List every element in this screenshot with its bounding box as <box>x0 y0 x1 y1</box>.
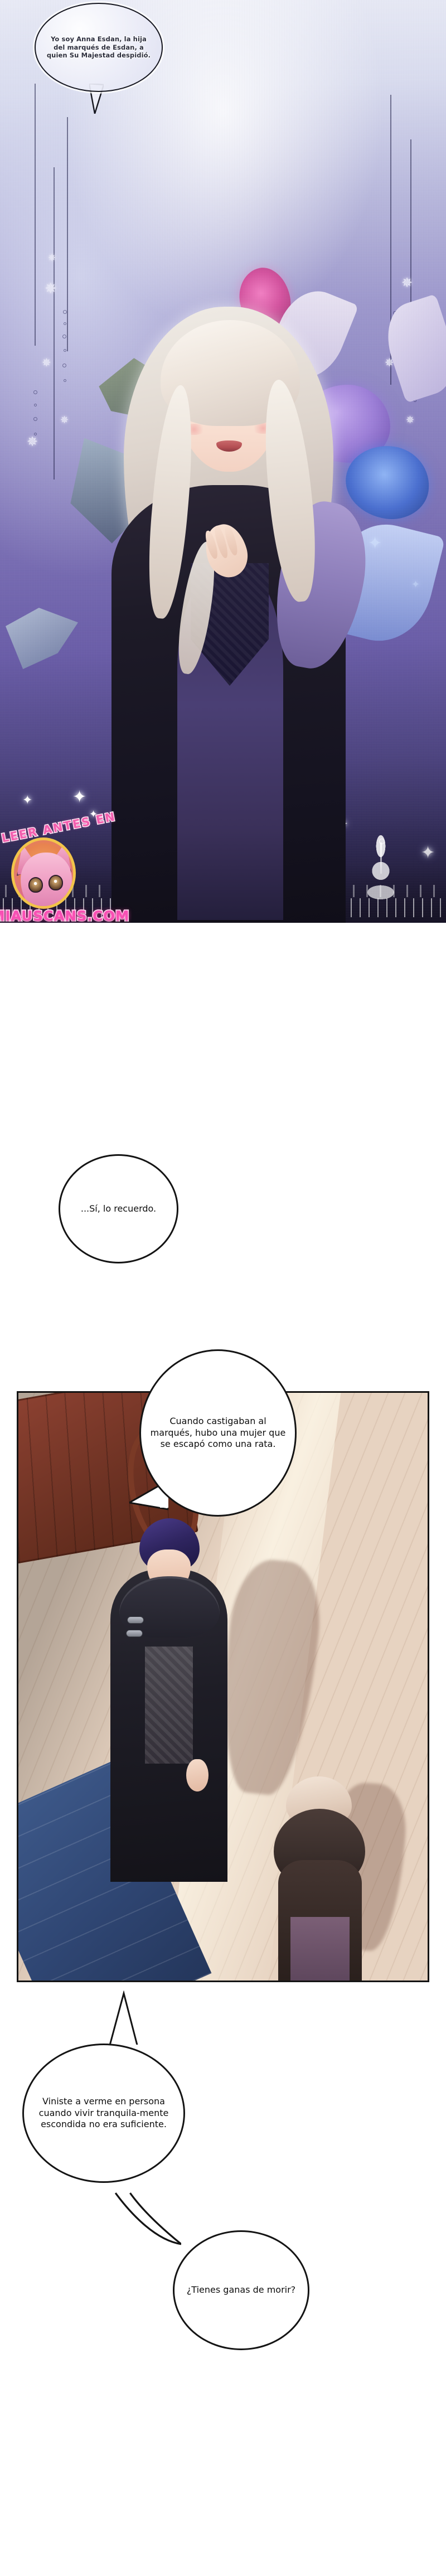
decor-rail <box>67 117 68 351</box>
decor-bead <box>33 417 37 421</box>
character-anna <box>112 301 376 923</box>
decor-bead <box>62 335 66 338</box>
decor-bead <box>34 433 37 435</box>
speech-bubble-castigaban: Cuando castigaban al marqués, hubo una m… <box>139 1349 297 1517</box>
panel-gap <box>0 923 446 1143</box>
decor-bead <box>62 364 66 367</box>
decor-rail <box>410 139 411 396</box>
lace-spire <box>379 839 385 874</box>
speech-text: Yo soy Anna Esdan, la hija del marqués d… <box>46 35 151 60</box>
decor-bead <box>33 390 37 394</box>
decor-bead <box>64 322 66 325</box>
star-icon: ✵ <box>401 275 413 290</box>
watermark-arc-label: LEER ANTES EN <box>0 809 118 846</box>
mascot-eye <box>28 877 43 893</box>
cloak-clasp <box>126 1630 143 1637</box>
man-tunic <box>145 1647 193 1764</box>
decor-bead <box>64 379 66 382</box>
speech-bubble-recuerdo: ...Sí, lo recuerdo. <box>59 1154 178 1263</box>
watermark-mascot-avatar <box>11 837 76 909</box>
star-icon: ✵ <box>45 280 57 297</box>
star-icon: ✵ <box>385 356 394 369</box>
page-bottom-space <box>0 2359 446 2576</box>
star-icon: ✵ <box>48 253 56 264</box>
speech-bubble-morir: ¿Tienes ganas de morir? <box>173 2230 309 2350</box>
mascot-eye <box>49 875 63 890</box>
decor-bead <box>64 349 66 352</box>
speech-text: Viniste a verme en persona cuando vivir … <box>38 2095 169 2130</box>
man-hand <box>186 1759 209 1791</box>
watermark-site-label: MIAUSCANS.COM <box>0 907 130 923</box>
decor-rail <box>35 84 36 346</box>
moth-icon <box>6 608 78 669</box>
girl-skirt <box>290 1917 350 1981</box>
character-girl-kneeling <box>270 1776 369 1981</box>
sparkle-icon: ✦ <box>72 787 87 807</box>
star-icon: ✵ <box>406 414 415 426</box>
speech-text: ...Sí, lo recuerdo. <box>80 1203 157 1214</box>
watermark-site-text: MIAUSCANS.COM <box>0 904 130 923</box>
speech-text: Cuando castigaban al marqués, hubo una m… <box>150 1415 286 1450</box>
flower-leaf <box>377 294 446 403</box>
star-icon: ✵ <box>42 356 51 369</box>
speech-bubble-anna-intro: Yo soy Anna Esdan, la hija del marqués d… <box>35 3 163 92</box>
decor-bead <box>34 404 37 406</box>
panel-portrait: ✵ ✵ ✵ ✵ ✵ ✵ ✵ ✵ ✦ ✦ ✦ ✦ ✦ ✦ ✦ ✦ ✦ <box>0 0 446 923</box>
speech-text: ¿Tienes ganas de morir? <box>186 2284 296 2296</box>
man-collar <box>119 1576 220 1638</box>
character-mouth <box>216 440 242 452</box>
decor-rail <box>390 95 391 385</box>
star-icon: ✵ <box>60 414 69 426</box>
decor-rail <box>54 167 55 480</box>
decor-bead <box>63 310 67 314</box>
star-icon: ✵ <box>27 434 38 449</box>
character-man <box>110 1518 227 1897</box>
mascot-hair <box>21 853 72 906</box>
speech-bubble-viniste: Viniste a verme en persona cuando vivir … <box>22 2044 185 2183</box>
sparkle-icon: ✦ <box>22 793 33 807</box>
speech-tail <box>114 2192 181 2245</box>
cloak-clasp <box>127 1616 144 1624</box>
scanlation-watermark: LEER ANTES EN MIAUSCANS.COM <box>0 809 130 923</box>
